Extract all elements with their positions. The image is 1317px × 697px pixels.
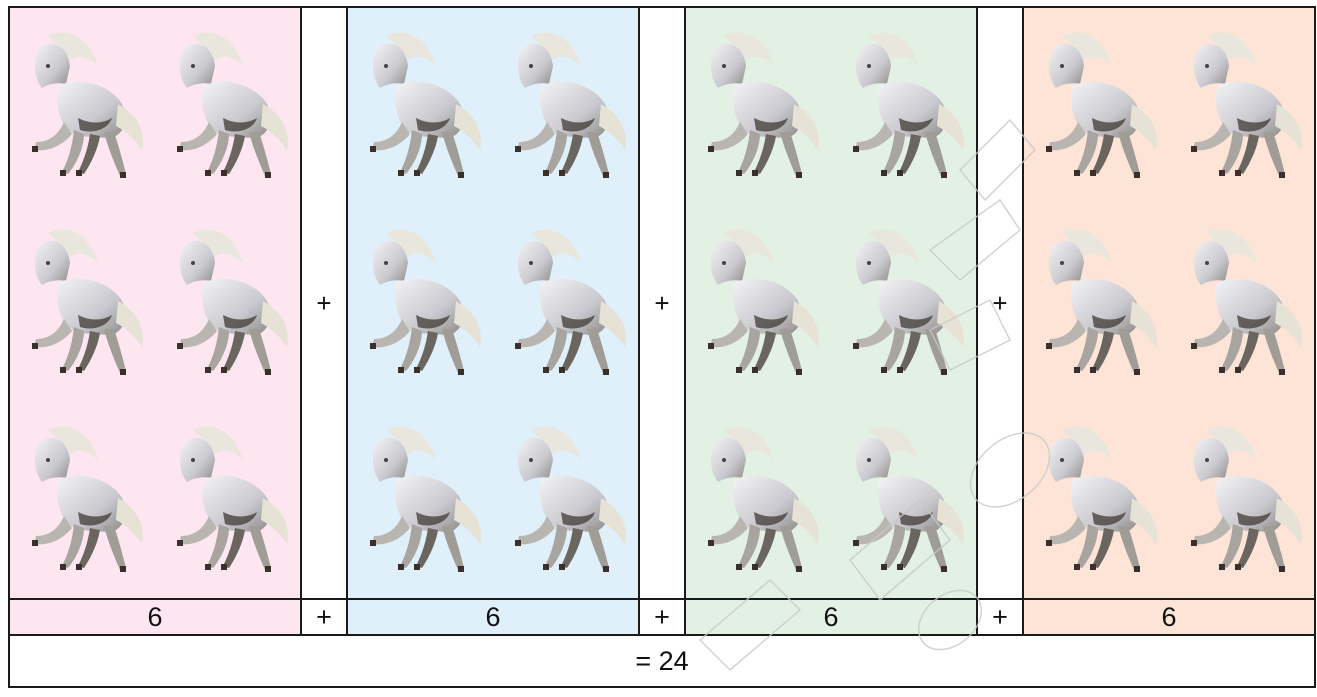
total-text: = 24 <box>8 634 1316 688</box>
white-horse-icon <box>10 8 155 205</box>
total-row: = 24 <box>8 634 1316 688</box>
white-horse-icon <box>10 205 155 402</box>
group-4-count: 6 <box>1022 598 1316 636</box>
group-4-pictures <box>1022 6 1316 600</box>
white-horse-icon <box>348 401 493 598</box>
group-3-pictures <box>684 6 978 600</box>
white-horse-icon <box>831 401 976 598</box>
group-2-pictures <box>346 6 640 600</box>
white-horse-icon <box>1024 205 1169 402</box>
white-horse-icon <box>10 401 155 598</box>
plus-sign: + <box>300 598 348 636</box>
white-horse-icon <box>155 205 300 402</box>
plus-sign: + <box>976 6 1024 600</box>
plus-sign: + <box>300 6 348 600</box>
white-horse-icon <box>348 8 493 205</box>
group-3-count: 6 <box>684 598 978 636</box>
plus-sign: + <box>638 6 686 600</box>
group-2-count: 6 <box>346 598 640 636</box>
white-horse-icon <box>348 205 493 402</box>
white-horse-icon <box>1169 8 1314 205</box>
group-1-count: 6 <box>8 598 302 636</box>
group-1-pictures <box>8 6 302 600</box>
white-horse-icon <box>686 401 831 598</box>
white-horse-icon <box>1024 8 1169 205</box>
white-horse-icon <box>686 8 831 205</box>
white-horse-icon <box>1169 205 1314 402</box>
white-horse-icon <box>831 8 976 205</box>
white-horse-icon <box>493 401 638 598</box>
white-horse-icon <box>831 205 976 402</box>
addition-table: + <box>8 6 1316 688</box>
counts-row: 6 + 6 + 6 + 6 <box>8 598 1316 636</box>
white-horse-icon <box>493 205 638 402</box>
white-horse-icon <box>493 8 638 205</box>
white-horse-icon <box>686 205 831 402</box>
white-horse-icon <box>155 8 300 205</box>
white-horse-icon <box>1169 401 1314 598</box>
white-horse-icon <box>155 401 300 598</box>
white-horse-icon <box>1024 401 1169 598</box>
plus-sign: + <box>638 598 686 636</box>
pictures-row: + <box>8 6 1316 600</box>
plus-sign: + <box>976 598 1024 636</box>
